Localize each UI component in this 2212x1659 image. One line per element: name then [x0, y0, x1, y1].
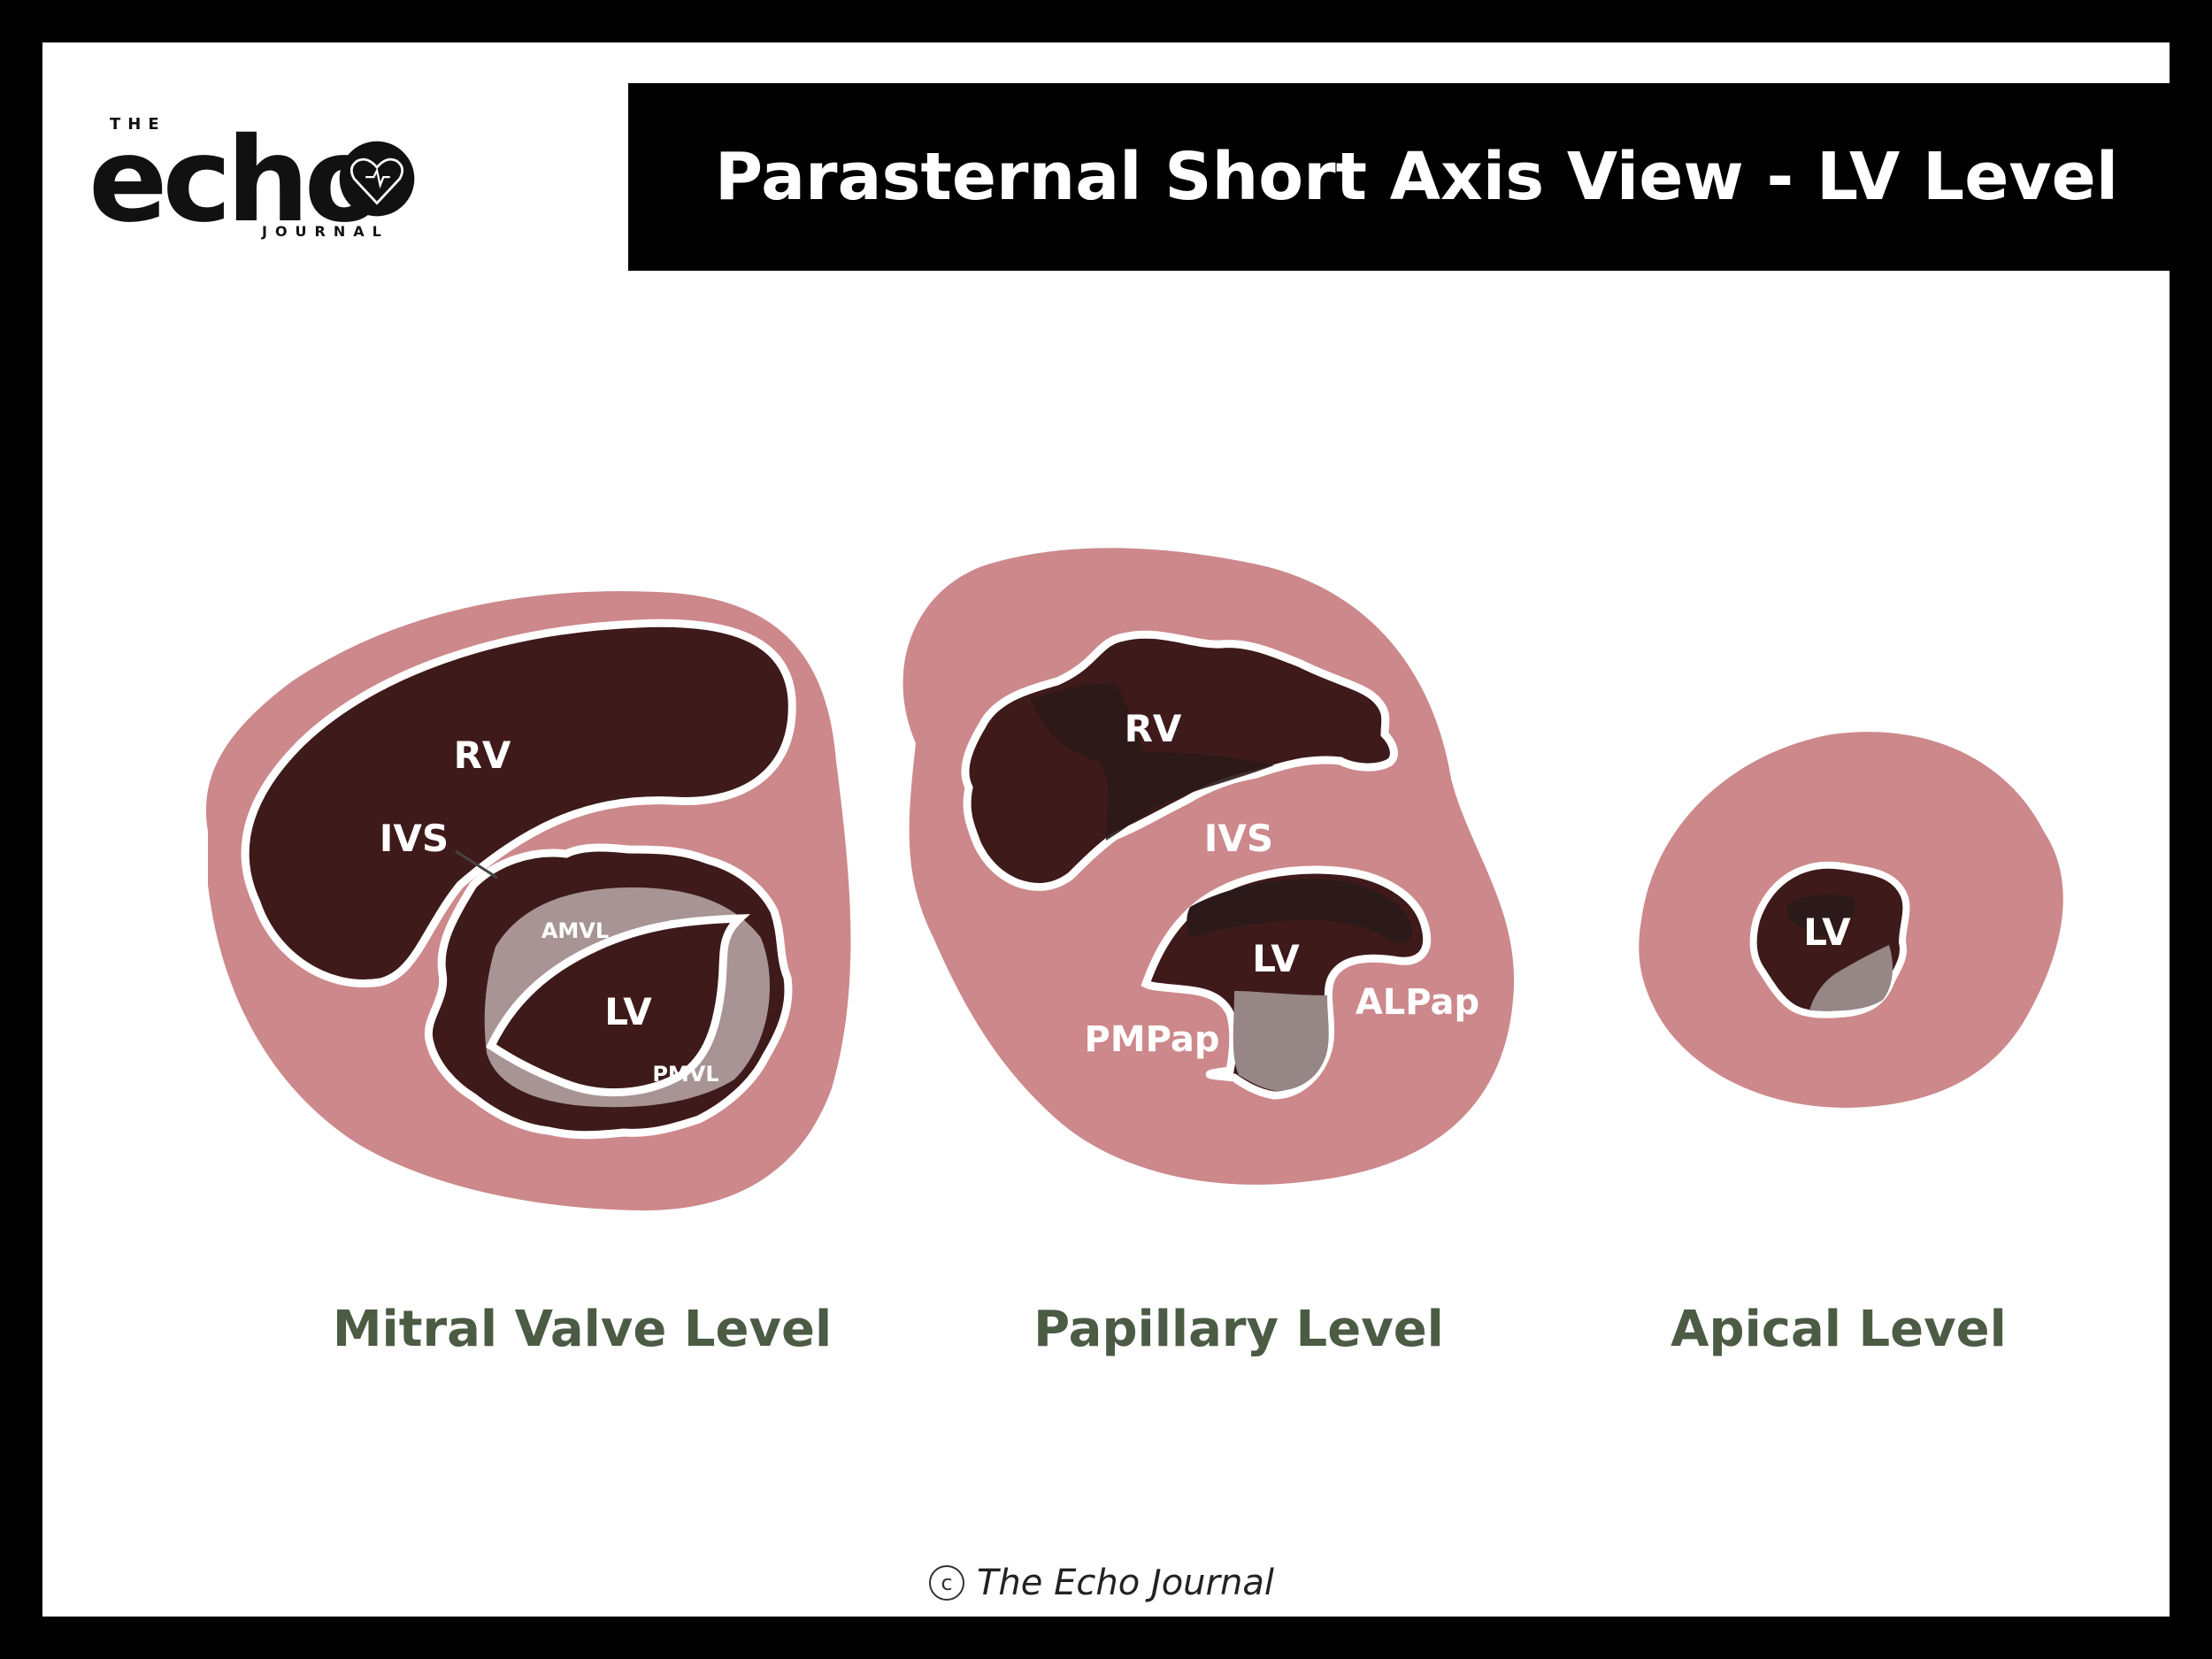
footer-text: The Echo Journal: [977, 1563, 1274, 1603]
label-papillary-lv: LV: [1252, 937, 1300, 980]
mitral-rv-cavity: [241, 618, 796, 987]
apical-lv-shadow: [1787, 894, 1855, 938]
papillary-lv-top-shadow: [1187, 879, 1413, 943]
logo: THE echo JOURNAL: [80, 88, 434, 257]
caption-mitral-valve-level: Mitral Valve Level: [332, 1301, 833, 1358]
logo-the-text: THE: [110, 115, 166, 134]
label-papillary-pmpap: PMPap: [1085, 1019, 1220, 1060]
label-papillary-ivs: IVS: [1204, 817, 1273, 860]
caption-apical-level: Apical Level: [1671, 1301, 2007, 1358]
label-apical-lv: LV: [1803, 910, 1851, 954]
label-mitral-rv: RV: [454, 733, 511, 777]
logo-journal-text: JOURNAL: [262, 223, 389, 240]
label-papillary-rv: RV: [1125, 707, 1182, 750]
mitral-lv-orifice: [486, 914, 751, 1097]
page-title: Parasternal Short Axis View - LV Level: [714, 139, 2119, 215]
footer: c The Echo Journal: [929, 1563, 1274, 1603]
apical-section: LV: [1639, 732, 2063, 1109]
apical-papillary: [1809, 945, 1893, 1011]
label-papillary-alpap: ALPap: [1356, 982, 1479, 1023]
papillary-section: RV IVS LV PMPap ALPap: [902, 548, 1515, 1185]
logo-echo-text: echo: [88, 112, 384, 249]
label-mitral-pmvl: PMVL: [652, 1062, 718, 1087]
label-mitral-ivs: IVS: [380, 817, 449, 860]
copyright-icon: c: [929, 1565, 964, 1601]
title-bar: Parasternal Short Axis View - LV Level: [628, 83, 2170, 271]
label-mitral-amvl: AMVL: [541, 918, 609, 943]
caption-papillary-level: Papillary Level: [1033, 1301, 1444, 1358]
papillary-rv-shadow: [1031, 682, 1274, 841]
label-mitral-lv: LV: [604, 990, 652, 1033]
mitral-valve-section: RV IVS AMVL LV PMVL: [205, 591, 851, 1211]
papillary-muscles: [1233, 991, 1329, 1091]
heart-outline-icon: [339, 141, 415, 217]
ivs-pointer-arrow: [455, 849, 498, 879]
